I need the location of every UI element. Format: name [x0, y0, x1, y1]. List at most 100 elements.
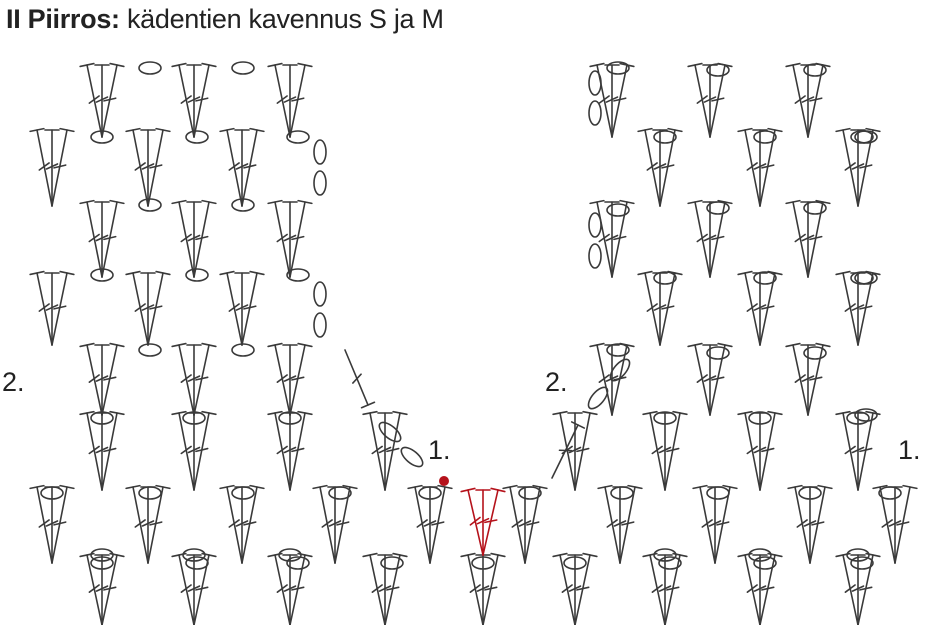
chain-stitch [138, 486, 162, 500]
chain-stitch [606, 203, 630, 217]
chain-stitch [653, 548, 677, 562]
treble-stitch [552, 552, 576, 625]
chain-stitch [278, 411, 302, 425]
chain-stitch [850, 556, 874, 570]
treble-stitch [171, 342, 195, 416]
chain-stitch [231, 343, 255, 357]
treble-stitch [785, 62, 809, 138]
treble-stitch [101, 410, 125, 491]
treble-stitch [193, 342, 217, 416]
chain-stitch [231, 61, 255, 75]
treble-stitch [334, 484, 358, 564]
treble-stitch [502, 484, 526, 564]
chain-stitch [846, 548, 870, 562]
chain-stitch [185, 130, 209, 144]
treble-stitch [140, 129, 156, 207]
chain-stitch [706, 201, 730, 215]
chain-stitch [798, 486, 822, 500]
treble-stitch [171, 199, 195, 278]
treble-stitch [611, 199, 635, 278]
treble-stitch [171, 410, 195, 491]
chain-stitch [753, 130, 777, 144]
treble-stitch [429, 484, 453, 564]
treble-stitch [642, 410, 666, 491]
treble-stitch [637, 127, 661, 207]
treble-stitch [709, 199, 733, 278]
chain-stitch [138, 343, 162, 357]
treble-stitch [79, 62, 103, 138]
treble-stitch [835, 410, 859, 491]
treble-stitch [51, 484, 75, 564]
diagram-title: II Piirros: kädentien kavennus S ja M [6, 4, 444, 35]
chain-stitch [313, 312, 327, 338]
treble-stitch [709, 62, 733, 138]
treble-stitch [611, 342, 635, 416]
treble-stitch [759, 552, 783, 625]
treble-stitch [752, 129, 768, 207]
treble-stitch [289, 199, 313, 278]
treble-stitch [94, 201, 110, 278]
chain-stitch [90, 130, 114, 144]
treble-stitch [193, 62, 217, 138]
treble-stitch [589, 199, 613, 278]
treble-stitch [94, 344, 110, 416]
chain-stitch [658, 556, 682, 570]
treble-stitch [785, 199, 809, 278]
chain-stitch [854, 130, 878, 144]
treble-stitch [193, 199, 217, 278]
chain-stitch [563, 556, 587, 570]
treble-stitch [289, 410, 313, 491]
treble-stitch [524, 484, 548, 564]
chain-stitch [90, 411, 114, 425]
treble-stitch [186, 64, 202, 138]
treble-stitch [186, 201, 202, 278]
chain-stitch [878, 486, 902, 500]
treble-stitch [94, 64, 110, 138]
chain-stitch [286, 556, 310, 570]
treble-stitch [140, 272, 156, 346]
chain-stitch [286, 130, 310, 144]
chain-stitch [418, 486, 442, 500]
start-marker [439, 476, 449, 486]
treble-stitch [101, 342, 125, 416]
row-label-left-2: 2. [2, 367, 25, 397]
chain-stitch [748, 411, 772, 425]
treble-stitch [709, 342, 733, 416]
treble-stitch [241, 270, 265, 346]
chain-stitch [587, 386, 609, 410]
treble-stitch [171, 62, 195, 138]
chain-stitch [606, 343, 630, 357]
chain-stitch [653, 411, 677, 425]
treble-stitch [597, 484, 621, 564]
treble-stitch [267, 410, 291, 491]
chain-stitch [90, 268, 114, 282]
treble-stitch [687, 342, 711, 416]
treble-stitch [186, 554, 202, 625]
treble-stitch [51, 127, 75, 207]
treble-stitch [737, 127, 761, 207]
treble-stitch [574, 552, 598, 625]
chain-stitch [706, 63, 730, 77]
chain-stitch [185, 268, 209, 282]
treble-stitch [282, 201, 298, 278]
treble-stitch [282, 344, 298, 416]
treble-stitch [362, 552, 386, 625]
treble-stitch [659, 127, 683, 207]
treble-stitch [567, 554, 583, 625]
treble-stitch [79, 410, 103, 491]
chain-stitch [610, 486, 634, 500]
treble-stitch [567, 412, 583, 491]
treble-stitch [737, 410, 761, 491]
treble-stitch [807, 199, 831, 278]
treble-stitch [29, 270, 53, 346]
treble-stitch [482, 552, 506, 625]
treble-stitch [193, 552, 217, 625]
treble-stitch [234, 272, 250, 346]
treble-stitch [787, 484, 811, 564]
chain-stitch [588, 212, 602, 238]
treble-stitch [737, 270, 761, 346]
treble-stitch [664, 552, 688, 625]
treble-stitch [193, 410, 217, 491]
chain-stitch [380, 556, 404, 570]
